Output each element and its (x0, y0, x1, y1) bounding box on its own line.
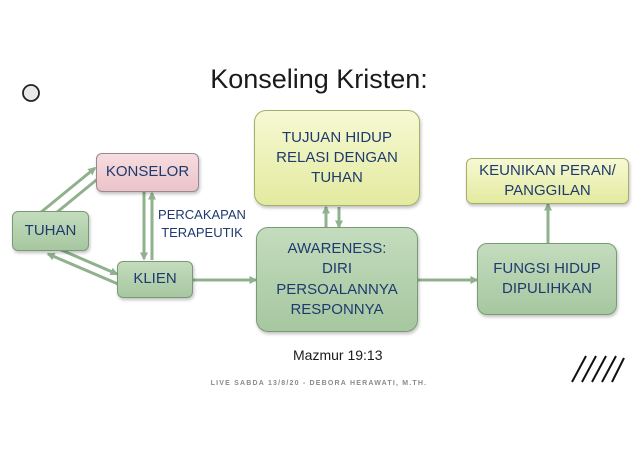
scripture-reference: Mazmur 19:13 (293, 347, 383, 363)
bullet-circle-icon (22, 84, 40, 102)
node-keunikan-peran: KEUNIKAN PERAN/ PANGGILAN (466, 158, 629, 204)
node-tuhan: TUHAN (12, 211, 89, 251)
edge-label-percakapan: PERCAKAPAN TERAPEUTIK (158, 207, 246, 241)
node-awareness: AWARENESS: DIRI PERSOALANNYA RESPONNYA (256, 227, 418, 332)
footer-credit: LIVE SABDA 13/8/20 - DEBORA HERAWATI, M.… (210, 380, 428, 387)
node-klien: KLIEN (117, 261, 193, 298)
page-title: Konseling Kristen: (210, 64, 428, 94)
node-fungsi-hidup: FUNGSI HIDUP DIPULIHKAN (477, 243, 617, 315)
slash-lines-icon (571, 355, 625, 383)
arrow-klien-to-tuhan (46, 252, 119, 286)
node-konselor: KONSELOR (96, 153, 199, 192)
node-tujuan-hidup: TUJUAN HIDUP RELASI DENGAN TUHAN (254, 110, 420, 206)
arrow-tuhan-to-konselor (39, 166, 97, 215)
